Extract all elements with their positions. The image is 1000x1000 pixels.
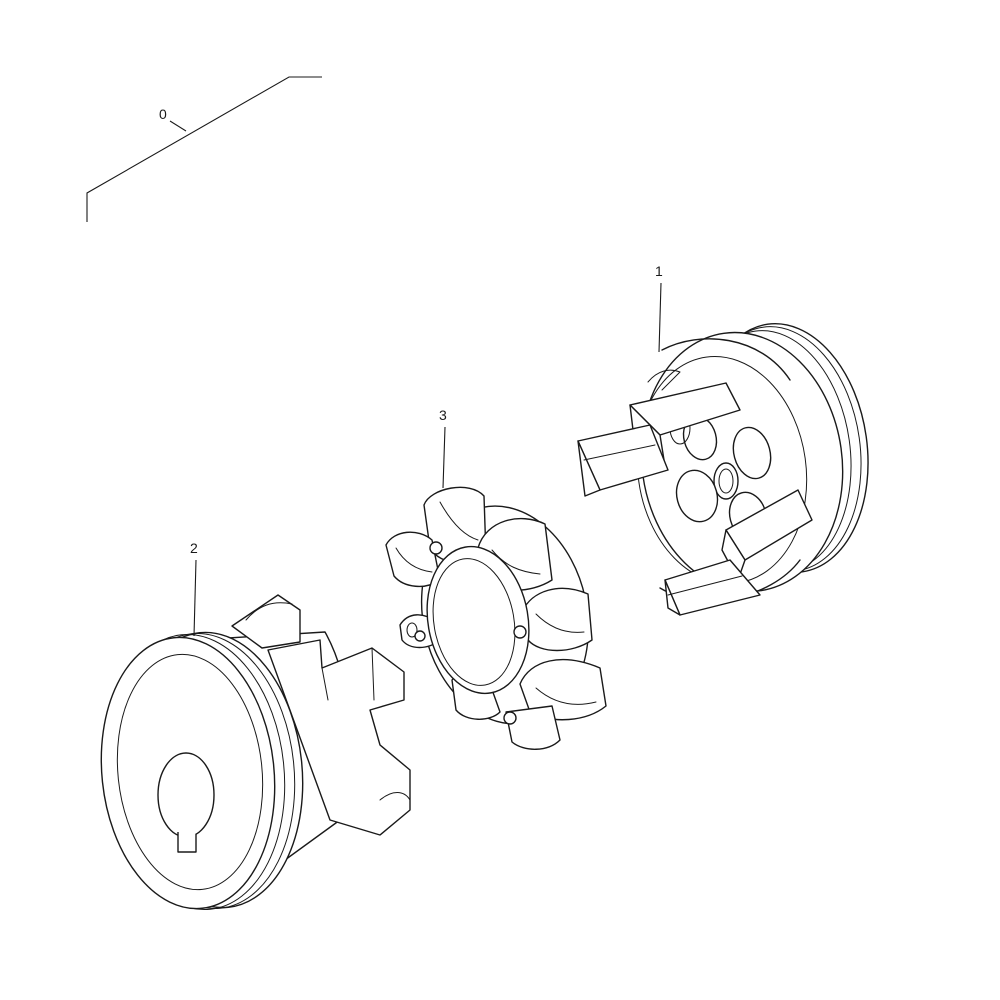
svg-text:0: 0 (159, 106, 167, 122)
coupling-hub-right (577, 322, 869, 616)
spider-tooth (505, 705, 561, 750)
assembly-bracket (86, 76, 322, 222)
callout-3: 3 (439, 407, 447, 489)
spider-insert (385, 486, 607, 750)
svg-text:2: 2 (190, 540, 198, 556)
spider-tooth (521, 587, 593, 652)
svg-text:1: 1 (655, 263, 663, 279)
callout-1: 1 (655, 263, 663, 353)
svg-text:3: 3 (439, 407, 447, 423)
callout-2: 2 (190, 540, 198, 637)
callout-0: 0 (159, 106, 187, 132)
coupling-hub-left (100, 594, 411, 911)
